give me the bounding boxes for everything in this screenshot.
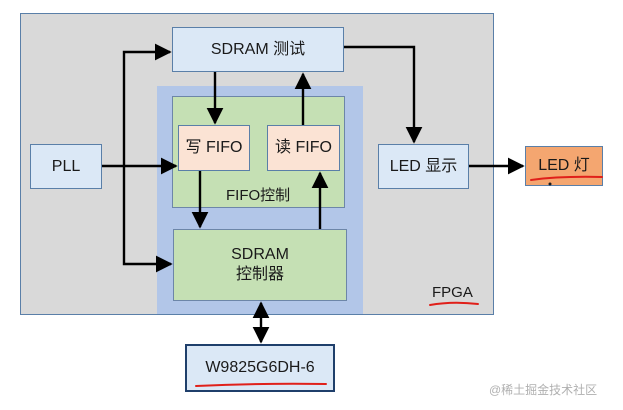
sdram-controller-label-line2: 控制器 bbox=[235, 266, 284, 283]
led-display-block: LED 显示 bbox=[378, 144, 469, 189]
sdram-controller-label-line1: SDRAM bbox=[231, 246, 289, 263]
pll-label: PLL bbox=[51, 157, 81, 175]
watermark: @稀土掘金技术社区 bbox=[489, 383, 598, 397]
led-light-label: LED 灯 bbox=[538, 157, 590, 174]
chip-underline bbox=[195, 382, 327, 387]
sdram-test-block: SDRAM 测试 bbox=[172, 27, 344, 72]
arrow-sdram-test-to-led-display bbox=[344, 45, 423, 144]
led-light-underline bbox=[530, 175, 603, 181]
read-fifo-label: 读 FIFO bbox=[275, 139, 332, 156]
pll-block: PLL bbox=[30, 144, 102, 189]
fpga-underline bbox=[429, 301, 479, 306]
sdram-controller-block: SDRAM 控制器 bbox=[173, 229, 347, 301]
sdram-chip-label: W9825G6DH-6 bbox=[205, 359, 315, 376]
arrow-pll-to-sdram-test bbox=[122, 43, 172, 166]
led-light-mark-dot bbox=[548, 182, 552, 186]
fpga-label: FPGA bbox=[432, 284, 473, 301]
fifo-control-label: FIFO控制 bbox=[226, 187, 291, 204]
read-fifo-block: 读 FIFO bbox=[267, 125, 340, 171]
sdram-test-label: SDRAM 测试 bbox=[210, 40, 306, 58]
write-fifo-block: 写 FIFO bbox=[178, 125, 250, 171]
arrow-pll-to-sdram-controller bbox=[122, 166, 173, 273]
led-display-label: LED 显示 bbox=[389, 157, 458, 175]
write-fifo-label: 写 FIFO bbox=[185, 139, 243, 156]
